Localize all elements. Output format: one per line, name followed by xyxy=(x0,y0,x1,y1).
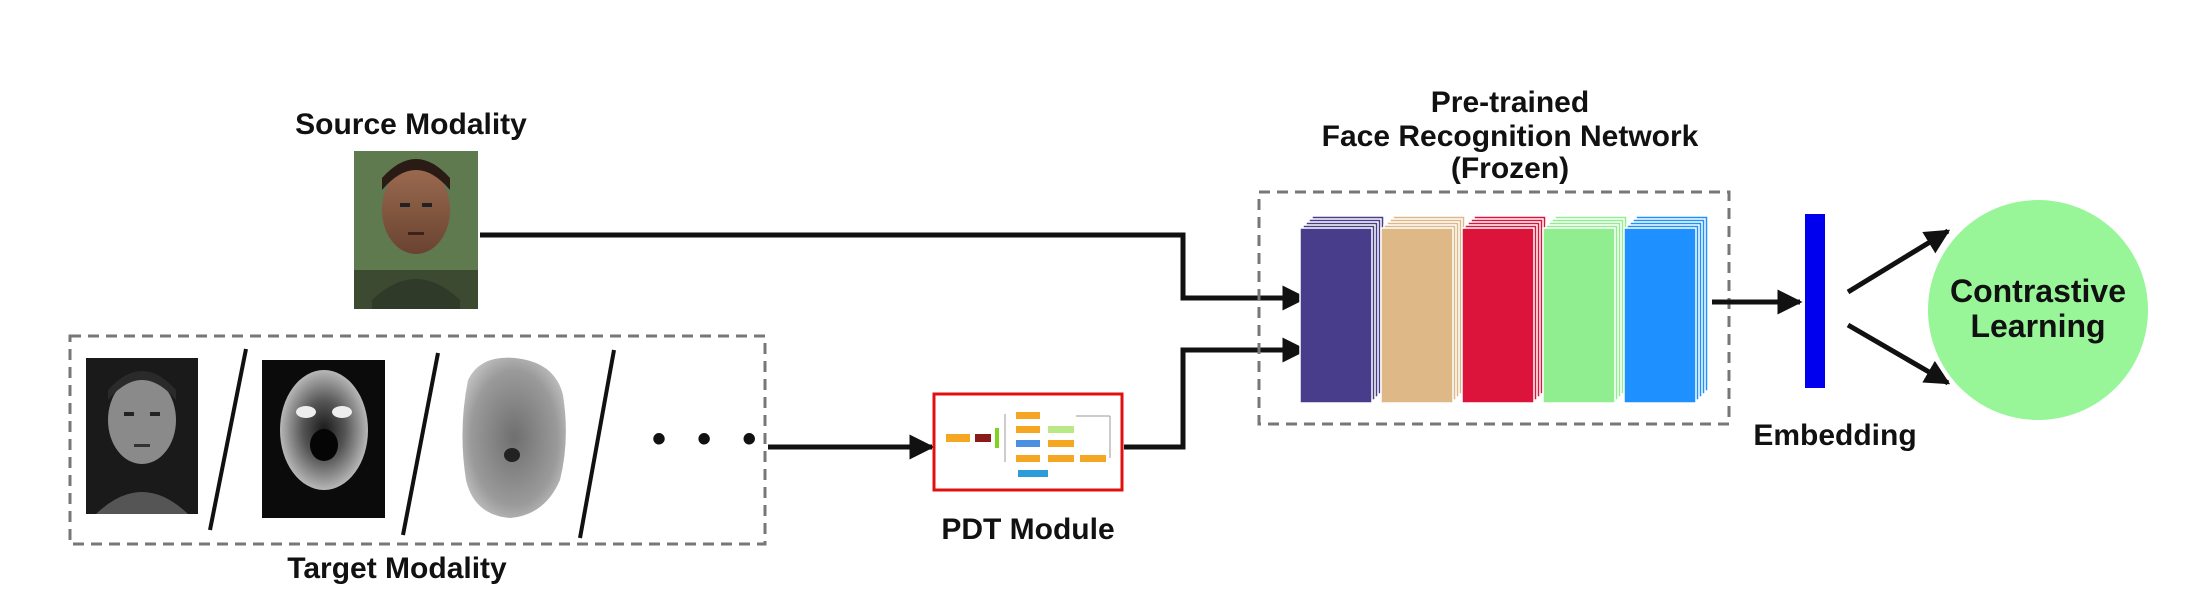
network-layer-block xyxy=(1623,215,1709,404)
pdt-module-box xyxy=(932,392,1124,492)
network-title-line3: (Frozen) xyxy=(1451,152,1569,185)
network-layer-sheet xyxy=(1542,227,1616,404)
embedding-to-contrastive-arrow-lower xyxy=(1846,322,1951,386)
separator-slash xyxy=(401,352,440,536)
contrastive-label-line2: Learning xyxy=(1970,308,2105,344)
source-face-image xyxy=(354,151,478,309)
embedding-vector-bar xyxy=(1805,214,1825,388)
network-layers xyxy=(1299,215,1709,404)
target-face-thermal-image xyxy=(262,360,385,518)
network-title-line2: Face Recognition Network xyxy=(1322,120,1699,153)
ellipsis-dots: • • • xyxy=(652,417,766,461)
network-title-line1: Pre-trained xyxy=(1431,86,1589,119)
source-modality-label: Source Modality xyxy=(295,108,527,141)
network-layer-block xyxy=(1542,215,1628,404)
source-arrow xyxy=(480,232,1308,311)
network-layer-block xyxy=(1461,215,1547,404)
target-face-depth-image xyxy=(462,357,566,518)
network-frozen-box xyxy=(1257,190,1731,426)
pdt-module-label: PDT Module xyxy=(941,513,1114,546)
network-layer-block xyxy=(1299,215,1385,404)
pdt-to-network-arrow xyxy=(1124,337,1308,450)
separator-slash xyxy=(578,349,616,539)
network-layer-sheet xyxy=(1623,227,1697,404)
separator-slash xyxy=(208,348,248,531)
network-layer-sheet xyxy=(1299,227,1373,404)
network-layer-block xyxy=(1380,215,1466,404)
embedding-to-contrastive-arrow-upper xyxy=(1846,228,1951,295)
embedding-label: Embedding xyxy=(1753,419,1916,452)
target-modality-box xyxy=(68,334,767,546)
contrastive-learning-circle xyxy=(1928,200,2148,420)
network-layer-sheet xyxy=(1461,227,1535,404)
target-modality-label: Target Modality xyxy=(287,552,507,585)
target-face-nir-image xyxy=(86,358,198,514)
contrastive-label-line1: Contrastive xyxy=(1950,273,2126,309)
network-layer-sheet xyxy=(1380,227,1454,404)
